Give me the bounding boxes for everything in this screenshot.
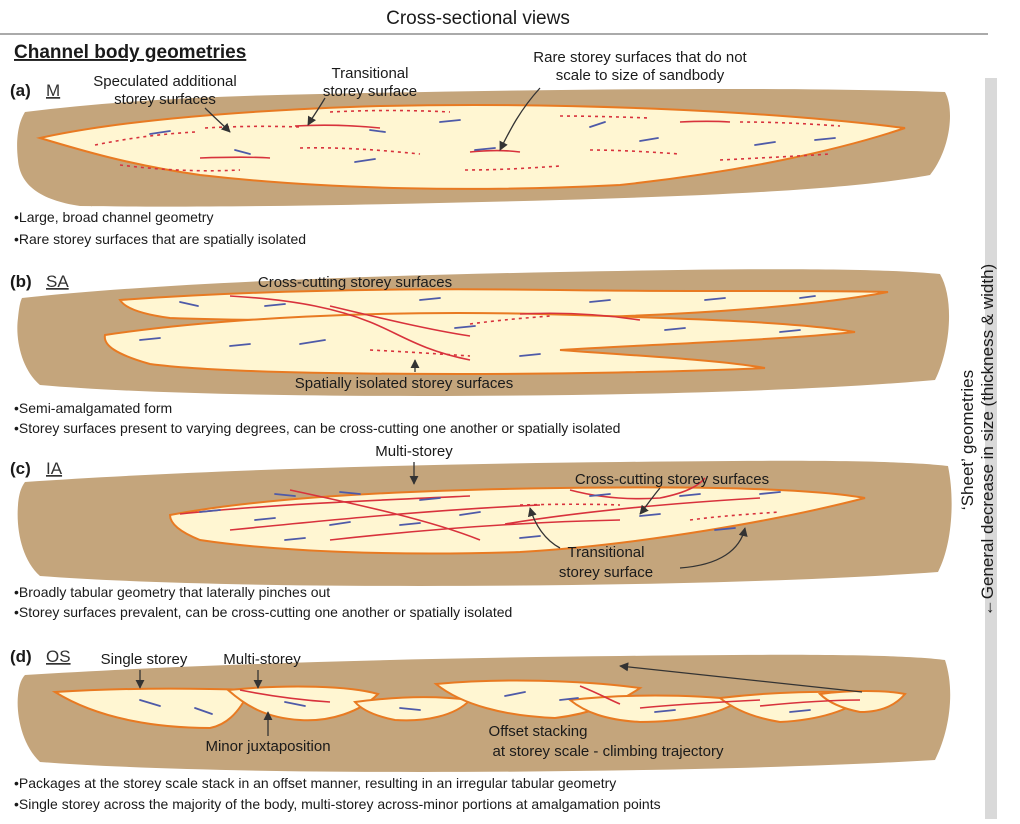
side-axis-labels: ‘Sheet’ geometries ←General decrease in …: [958, 264, 997, 616]
panel-d-label: at storey scale - climbing trajectory: [493, 743, 724, 760]
side-axis-label-sheet: ‘Sheet’ geometries: [958, 370, 977, 510]
panel-c-label: Multi-storey: [375, 443, 453, 460]
panel-a-note: •Rare storey surfaces that are spatially…: [14, 231, 306, 247]
panel-c-letter: (c): [10, 459, 31, 478]
panel-b-note: •Semi-amalgamated form: [14, 400, 172, 416]
panel-d-label: Minor juxtaposition: [205, 738, 330, 755]
panel-d-note: •Single storey across the majority of th…: [14, 796, 661, 812]
panel-b-label: Spatially isolated storey surfaces: [295, 375, 513, 392]
panel-b: (b) SA Cross-cutting storey surfaces Spa…: [10, 269, 949, 436]
panel-a-storey-surface: [200, 157, 270, 158]
panel-c-label: storey surface: [559, 564, 653, 581]
panel-c-label: Cross-cutting storey surfaces: [575, 471, 769, 488]
panel-d-note: •Packages at the storey scale stack in a…: [14, 775, 616, 791]
panel-d-label: Multi-storey: [223, 651, 301, 668]
panel-a-label: Speculated additional: [93, 73, 236, 90]
panel-d: (d) OS Single storey Multi-storey Minor …: [10, 647, 950, 812]
panel-b-letter: (b): [10, 272, 32, 291]
panel-a-label: Rare storey surfaces that do not: [533, 49, 747, 66]
panel-c-code: IA: [46, 459, 63, 478]
panel-c: (c) IA Multi-storey Cross-cutting storey…: [10, 443, 952, 620]
panel-c-transitional-surface: [520, 504, 620, 505]
panel-a-label: storey surfaces: [114, 91, 216, 108]
panel-a-note: •Large, broad channel geometry: [14, 209, 213, 225]
panel-c-note: •Broadly tabular geometry that laterally…: [14, 584, 330, 600]
panel-c-label: Transitional: [568, 544, 645, 561]
panel-a-letter: (a): [10, 81, 31, 100]
panel-a: (a) M Speculated additional storey surfa…: [10, 49, 950, 247]
panel-d-label: Single storey: [101, 651, 188, 668]
panel-a-label: Transitional: [332, 65, 409, 82]
panel-b-note: •Storey surfaces present to varying degr…: [14, 420, 620, 436]
side-axis-label-decrease: ←General decrease in size (thickness & w…: [978, 264, 997, 616]
panel-d-code: OS: [46, 647, 71, 666]
page-title: Cross-sectional views: [386, 8, 570, 29]
panel-c-note: •Storey surfaces prevalent, can be cross…: [14, 604, 512, 620]
panel-b-code: SA: [46, 272, 69, 291]
panel-a-label: scale to size of sandbody: [556, 67, 725, 84]
panel-d-label: Offset stacking: [489, 723, 588, 740]
panel-a-label: storey surface: [323, 83, 417, 100]
panel-d-letter: (d): [10, 647, 32, 666]
panel-b-label: Cross-cutting storey surfaces: [258, 274, 452, 291]
panel-a-code: M: [46, 81, 60, 100]
panel-a-storey-surface: [680, 121, 730, 122]
section-title: Channel body geometries: [14, 42, 246, 63]
